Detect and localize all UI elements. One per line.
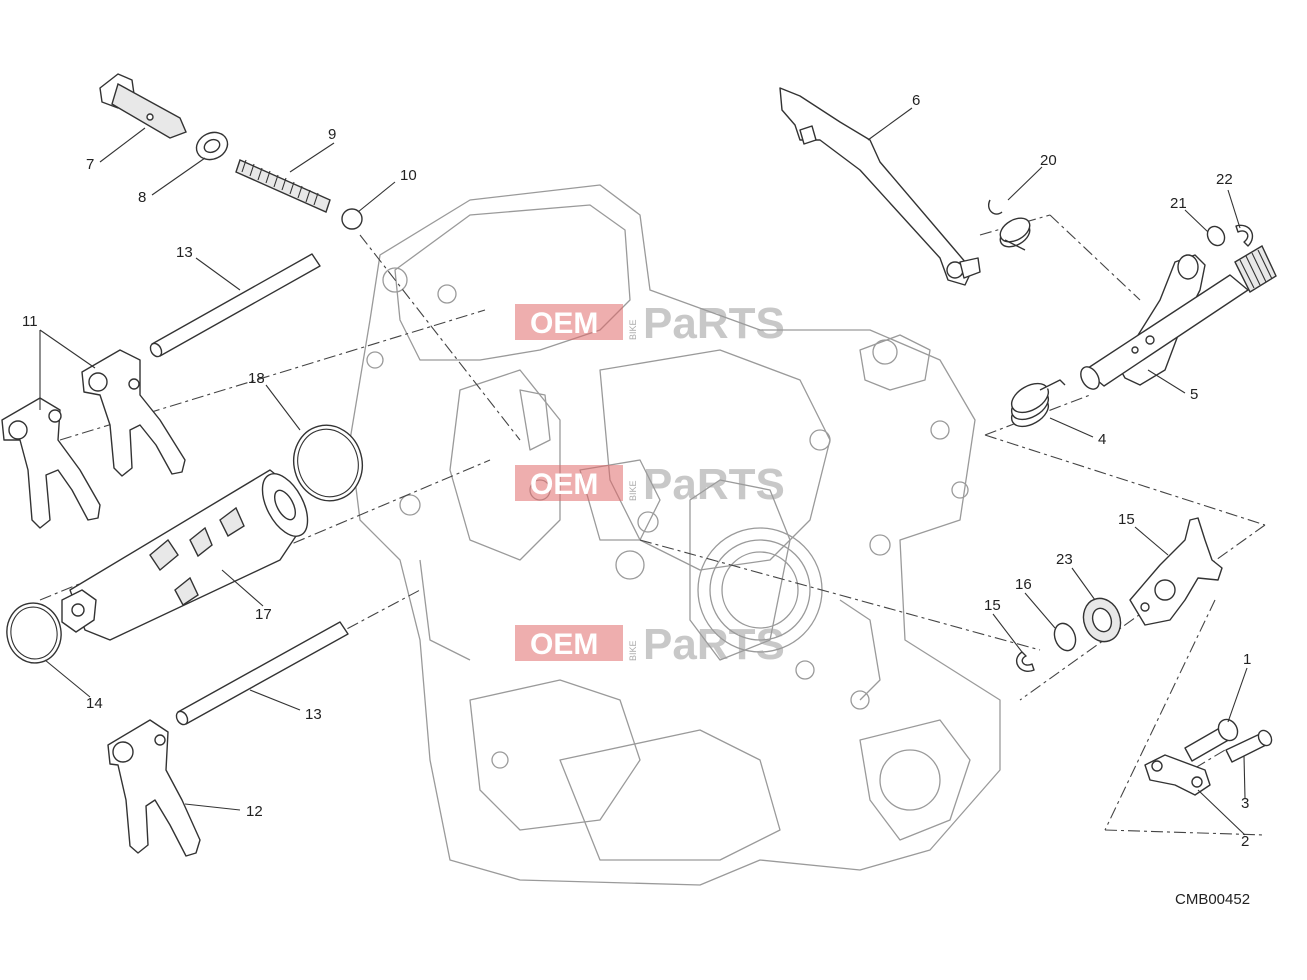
watermark-bike-text: BIKE (628, 640, 638, 661)
ratchet-lever (779, 87, 981, 286)
detent-spring (235, 159, 331, 213)
callout-21: 21 (1170, 195, 1187, 212)
callout-15: 15 (984, 597, 1001, 614)
watermark-oem-text: OEM (530, 628, 598, 661)
callout-16: 15 (1118, 511, 1135, 528)
return-spring (1010, 379, 1066, 428)
callout-23: 23 (1056, 551, 1073, 568)
callout-14: 14 (86, 695, 103, 712)
callout-5: 5 (1190, 386, 1198, 403)
callout-leaders (39, 107, 1248, 836)
fork-shaft-lower (175, 621, 349, 726)
callout-17: 16 (1015, 576, 1032, 593)
diagram-code: CMB00452 (1175, 891, 1250, 908)
watermark-bike-text: BIKE (628, 480, 638, 501)
callout-1: 1 (1243, 651, 1251, 668)
callout-3: 3 (1241, 795, 1249, 812)
callout-10: 10 (400, 167, 417, 184)
callout-4: 4 (1098, 431, 1106, 448)
callout-13-lower: 13 (305, 706, 322, 723)
watermark-top: OEM BIKE PaRTS (515, 299, 785, 348)
bearing (1082, 597, 1122, 643)
sealing-washer (195, 131, 229, 161)
circlip-lower (1016, 651, 1035, 672)
shift-drum (61, 469, 309, 641)
callout-20: 20 (1040, 152, 1057, 169)
o-ring-left (6, 602, 62, 664)
detent-bolt (99, 73, 187, 139)
callout-22: 22 (1216, 171, 1233, 188)
callout-13-upper: 13 (176, 244, 193, 261)
shift-fork-right (81, 349, 186, 477)
o-ring-left-inner (10, 606, 58, 660)
retaining-plate (1144, 754, 1211, 796)
lever-spring (988, 199, 1031, 251)
callout-11: 11 (22, 313, 38, 330)
callout-19: 18 (248, 370, 265, 387)
o-ring-right (293, 424, 363, 502)
fork-shaft-upper (149, 253, 321, 358)
watermark-oem-text: OEM (530, 468, 598, 501)
watermark-oem-text: OEM (530, 307, 598, 340)
callout-labels: 7 8 9 10 13 11 18 17 14 13 12 6 20 21 22… (22, 92, 1251, 850)
stopper-plate (1129, 517, 1223, 626)
callout-2: 2 (1241, 833, 1249, 850)
watermark-parts-text: PaRTS (643, 299, 785, 348)
crankcase-half (349, 184, 1001, 886)
thrust-washer (1206, 225, 1226, 247)
detent-ball (341, 208, 363, 230)
watermark-bottom: OEM BIKE PaRTS (515, 620, 785, 669)
watermark-bike-text: BIKE (628, 319, 638, 340)
watermark-middle: OEM BIKE PaRTS (515, 460, 785, 509)
plain-washer (1053, 622, 1077, 652)
callout-6: 6 (912, 92, 920, 109)
o-ring-right-inner (297, 428, 359, 498)
callout-8: 8 (138, 189, 146, 206)
gearshift-shaft (1080, 245, 1277, 390)
grub-screw (1225, 729, 1273, 763)
callout-12: 12 (246, 803, 263, 820)
watermark-parts-text: PaRTS (643, 620, 785, 669)
callout-18: 17 (255, 606, 272, 623)
callout-9: 9 (328, 126, 336, 143)
callout-7: 7 (86, 156, 94, 173)
cap-screw (1184, 718, 1239, 762)
circlip-upper (1235, 224, 1254, 247)
shift-fork-lower (107, 719, 201, 857)
watermark-parts-text: PaRTS (643, 460, 785, 509)
shift-fork-left (1, 397, 101, 529)
